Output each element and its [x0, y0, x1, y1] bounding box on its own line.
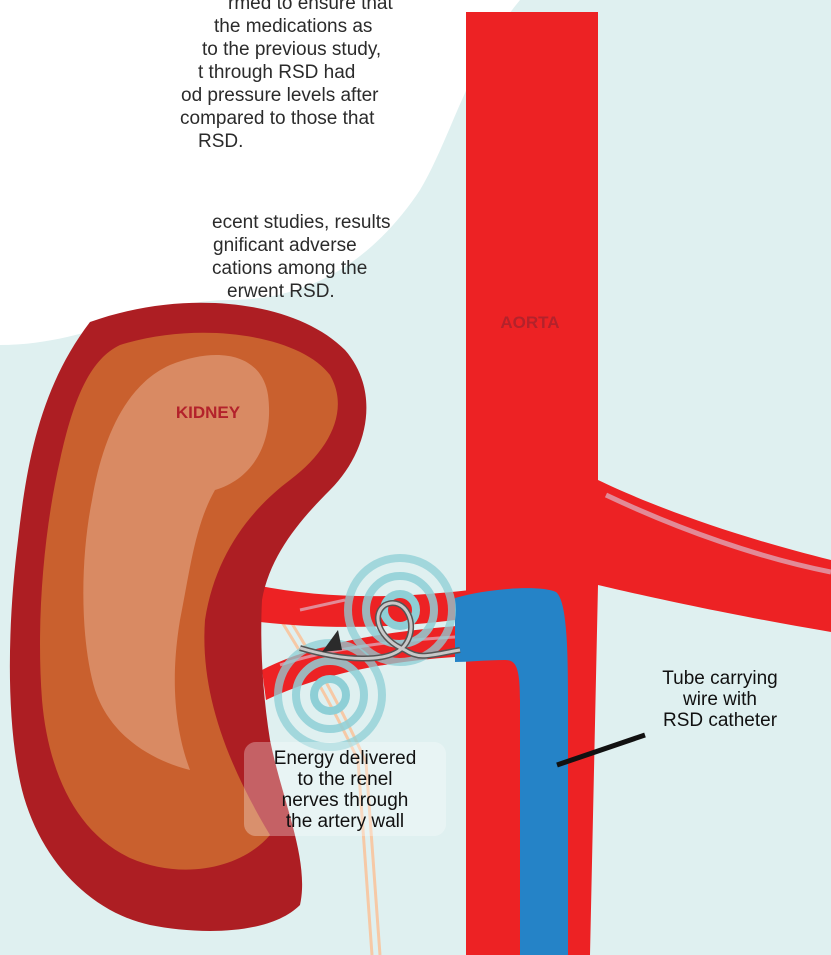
tube-callout: Tube carrying wire with RSD catheter	[620, 668, 820, 731]
text-line: compared to those that	[0, 107, 393, 130]
text-line: gnificant adverse	[0, 234, 390, 257]
text-line: ecent studies, results	[0, 211, 390, 234]
aorta-label: AORTA	[500, 313, 559, 332]
callout-line: wire with	[620, 689, 820, 710]
callout-line: to the renel	[244, 769, 446, 790]
text-line: cations among the	[0, 257, 390, 280]
callout-line: Energy delivered	[244, 748, 446, 769]
text-line: to the previous study,	[0, 38, 393, 61]
text-line: t through RSD had	[0, 61, 393, 84]
text-line: the medications as	[0, 15, 393, 38]
text-line: erwent RSD.	[0, 280, 390, 303]
text-line: od pressure levels after	[0, 84, 393, 107]
text-line: RSD.	[0, 130, 393, 153]
body-paragraph-1: rmed to ensure that the medications as t…	[0, 0, 393, 153]
callout-line: RSD catheter	[620, 710, 820, 731]
kidney-label: KIDNEY	[176, 403, 241, 422]
text-line: rmed to ensure that	[0, 0, 393, 15]
callout-line: the artery wall	[244, 811, 446, 832]
callout-line: nerves through	[244, 790, 446, 811]
body-paragraph-2: ecent studies, results gnificant adverse…	[0, 211, 390, 303]
callout-line: Tube carrying	[620, 668, 820, 689]
energy-callout: Energy delivered to the renel nerves thr…	[244, 748, 446, 832]
